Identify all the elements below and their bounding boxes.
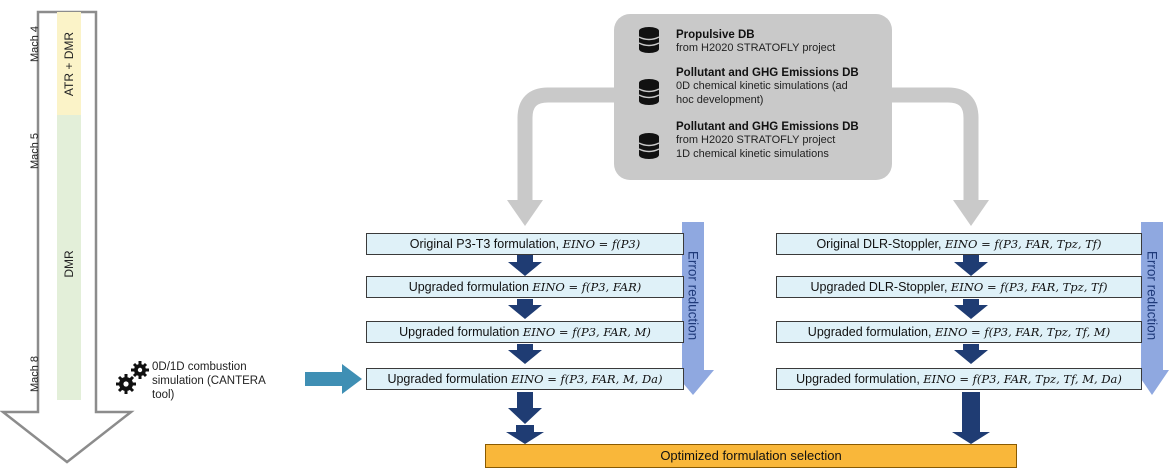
input-arrow <box>305 364 362 394</box>
formulation-text: Upgraded formulation <box>387 372 512 386</box>
formulation-box: Upgraded formulation EINO = f(P3, FAR) <box>366 276 684 298</box>
flow-arrow <box>508 344 542 364</box>
db-entry: Pollutant and GHG Emissions DB 0D chemic… <box>676 66 886 107</box>
formulation-formula: EINO = f(P3, FAR, Tpz, Tf, M, Da) <box>923 372 1122 386</box>
gears-icon <box>116 361 149 394</box>
mach-label: Mach 4 <box>29 25 41 63</box>
error-reduction-arrow-right <box>1135 222 1169 395</box>
formulation-box: Upgraded formulation, EINO = f(P3, FAR, … <box>776 321 1142 343</box>
left-flow-arrows <box>506 255 544 444</box>
formulation-formula: EINO = f(P3, FAR) <box>532 280 642 294</box>
database-icon <box>638 27 660 53</box>
combustion-line: 0D/1D combustion <box>152 361 247 373</box>
db-line: 1D chemical kinetic simulations <box>676 147 829 160</box>
formulation-text: Upgraded DLR-Stoppler, <box>810 280 951 294</box>
formulation-formula: EINO = f(P3) <box>562 237 641 251</box>
flow-arrow <box>954 255 988 276</box>
segment-label: DMR <box>62 250 76 278</box>
segment-label: ATR + DMR <box>62 31 76 97</box>
formulation-text: Original P3-T3 formulation, <box>409 237 563 251</box>
database-icon <box>638 79 660 105</box>
flow-arrow <box>954 344 988 364</box>
db-line: 0D chemical kinetic simulations (ad <box>676 80 848 92</box>
formulation-formula: EINO = f(P3, FAR, Tpz, Tf, M) <box>934 325 1111 339</box>
formulation-box: Upgraded formulation EINO = f(P3, FAR, M… <box>366 321 684 343</box>
formulation-box: Upgraded formulation, EINO = f(P3, FAR, … <box>776 368 1142 390</box>
db-line: from H2020 STRATOFLY project <box>676 134 836 146</box>
db-to-left-arrow <box>517 87 616 203</box>
database-icon <box>638 133 660 159</box>
db-title: Pollutant and GHG Emissions DB <box>676 121 859 133</box>
combustion-line: simulation (CANTERA <box>152 375 266 387</box>
db-title: Pollutant and GHG Emissions DB <box>676 67 859 79</box>
error-reduction-arrow-left <box>672 222 714 395</box>
formulation-box: Original DLR-Stoppler, EINO = f(P3, FAR,… <box>776 233 1142 255</box>
flow-arrow <box>954 299 988 319</box>
flow-arrow <box>508 299 542 319</box>
mach-label: Mach 8 <box>29 355 41 393</box>
formulation-formula: EINO = f(P3, FAR, Tpz, Tf) <box>950 280 1108 294</box>
formulation-text: Upgraded formulation <box>399 325 523 339</box>
right-flow-arrows <box>952 255 990 444</box>
formulation-formula: EINO = f(P3, FAR, M, Da) <box>511 372 663 386</box>
mach-label: Mach 5 <box>29 132 41 170</box>
segment-dmr-fill <box>57 115 81 400</box>
formulation-formula: EINO = f(P3, FAR, Tpz, Tf) <box>944 237 1102 251</box>
optimized-selection-box: Optimized formulation selection <box>485 444 1017 468</box>
combustion-tool-note: 0D/1D combustion simulation (CANTERA too… <box>152 360 282 402</box>
error-reduction-label: Error reduction <box>1144 250 1160 341</box>
db-to-right-arrow <box>890 87 979 203</box>
combustion-line: tool) <box>152 389 175 401</box>
db-to-right-arrowhead <box>953 200 989 226</box>
flow-arrow <box>506 425 544 444</box>
segment-atr-dmr-fill <box>57 12 81 115</box>
formulation-box: Upgraded formulation EINO = f(P3, FAR, M… <box>366 368 684 390</box>
formulation-box: Upgraded DLR-Stoppler, EINO = f(P3, FAR,… <box>776 276 1142 298</box>
db-line: from H2020 STRATOFLY project <box>676 42 836 54</box>
flow-arrow <box>508 392 542 424</box>
database-panel: Propulsive DB from H2020 STRATOFLY proje… <box>614 14 892 180</box>
formulation-text: Upgraded formulation, <box>807 325 935 339</box>
flow-arrow <box>508 255 542 276</box>
db-to-left-arrowhead <box>507 200 543 226</box>
error-reduction-label: Error reduction <box>685 250 701 341</box>
flow-arrow <box>952 392 990 444</box>
db-entry: Propulsive DB from H2020 STRATOFLY proje… <box>676 28 886 56</box>
formulation-box: Original P3-T3 formulation, EINO = f(P3) <box>366 233 684 255</box>
db-entry: Pollutant and GHG Emissions DB from H202… <box>676 120 886 161</box>
formulation-text: Original DLR-Stoppler, <box>816 237 945 251</box>
formulation-formula: EINO = f(P3, FAR, M) <box>522 325 651 339</box>
formulation-text: Upgraded formulation, <box>796 372 924 386</box>
formulation-text: Upgraded formulation <box>408 280 533 294</box>
db-line: hoc development) <box>676 93 764 106</box>
db-title: Propulsive DB <box>676 29 755 41</box>
